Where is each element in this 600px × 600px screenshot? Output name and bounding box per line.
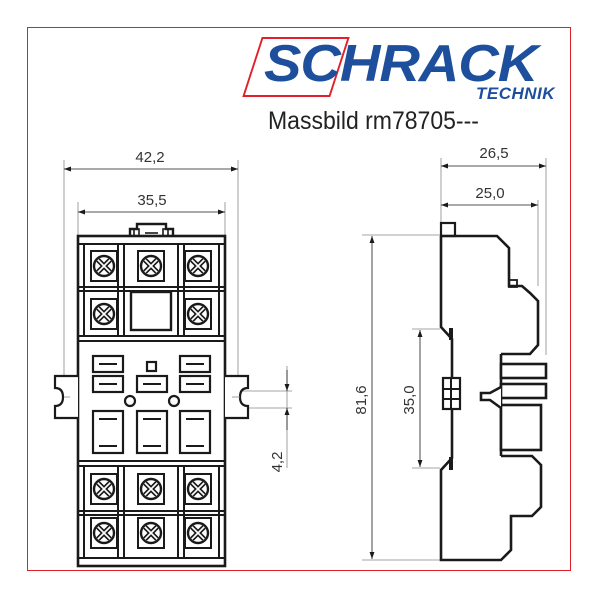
- front-view: 42,2 35,5 4,2: [53, 149, 292, 568]
- dim-overall-width: 42,2: [135, 149, 164, 166]
- screw-icon: [185, 299, 211, 329]
- screw-icon: [91, 251, 117, 281]
- screw-icon: [91, 518, 117, 548]
- screw-icon: [185, 251, 211, 281]
- dim-overall-depth: 26,5: [479, 145, 508, 162]
- dim-inner-width: 35,5: [137, 192, 166, 209]
- side-view: 26,5 25,0 81,6 35,0: [353, 145, 548, 562]
- schrack-logo: SCHRACK TECHNIK: [242, 33, 566, 108]
- screw-icon: [185, 474, 211, 504]
- dim-overall-height: 81,6: [353, 385, 370, 414]
- screw-icon: [185, 518, 211, 548]
- dim-mount-hole: 4,2: [269, 452, 286, 473]
- screw-icon: [91, 474, 117, 504]
- drawing-title: Massbild rm78705---: [268, 107, 479, 135]
- dim-body-depth: 25,0: [475, 185, 504, 202]
- dim-rail-height: 35,0: [401, 385, 418, 414]
- logo-brand-text: SCHRACK: [264, 35, 538, 93]
- screw-icon: [138, 251, 164, 281]
- screw-icon: [91, 299, 117, 329]
- drawing-frame: [27, 27, 571, 571]
- screw-icon: [138, 474, 164, 504]
- logo-sub-text: TECHNIK: [476, 84, 556, 103]
- screw-icon: [138, 518, 164, 548]
